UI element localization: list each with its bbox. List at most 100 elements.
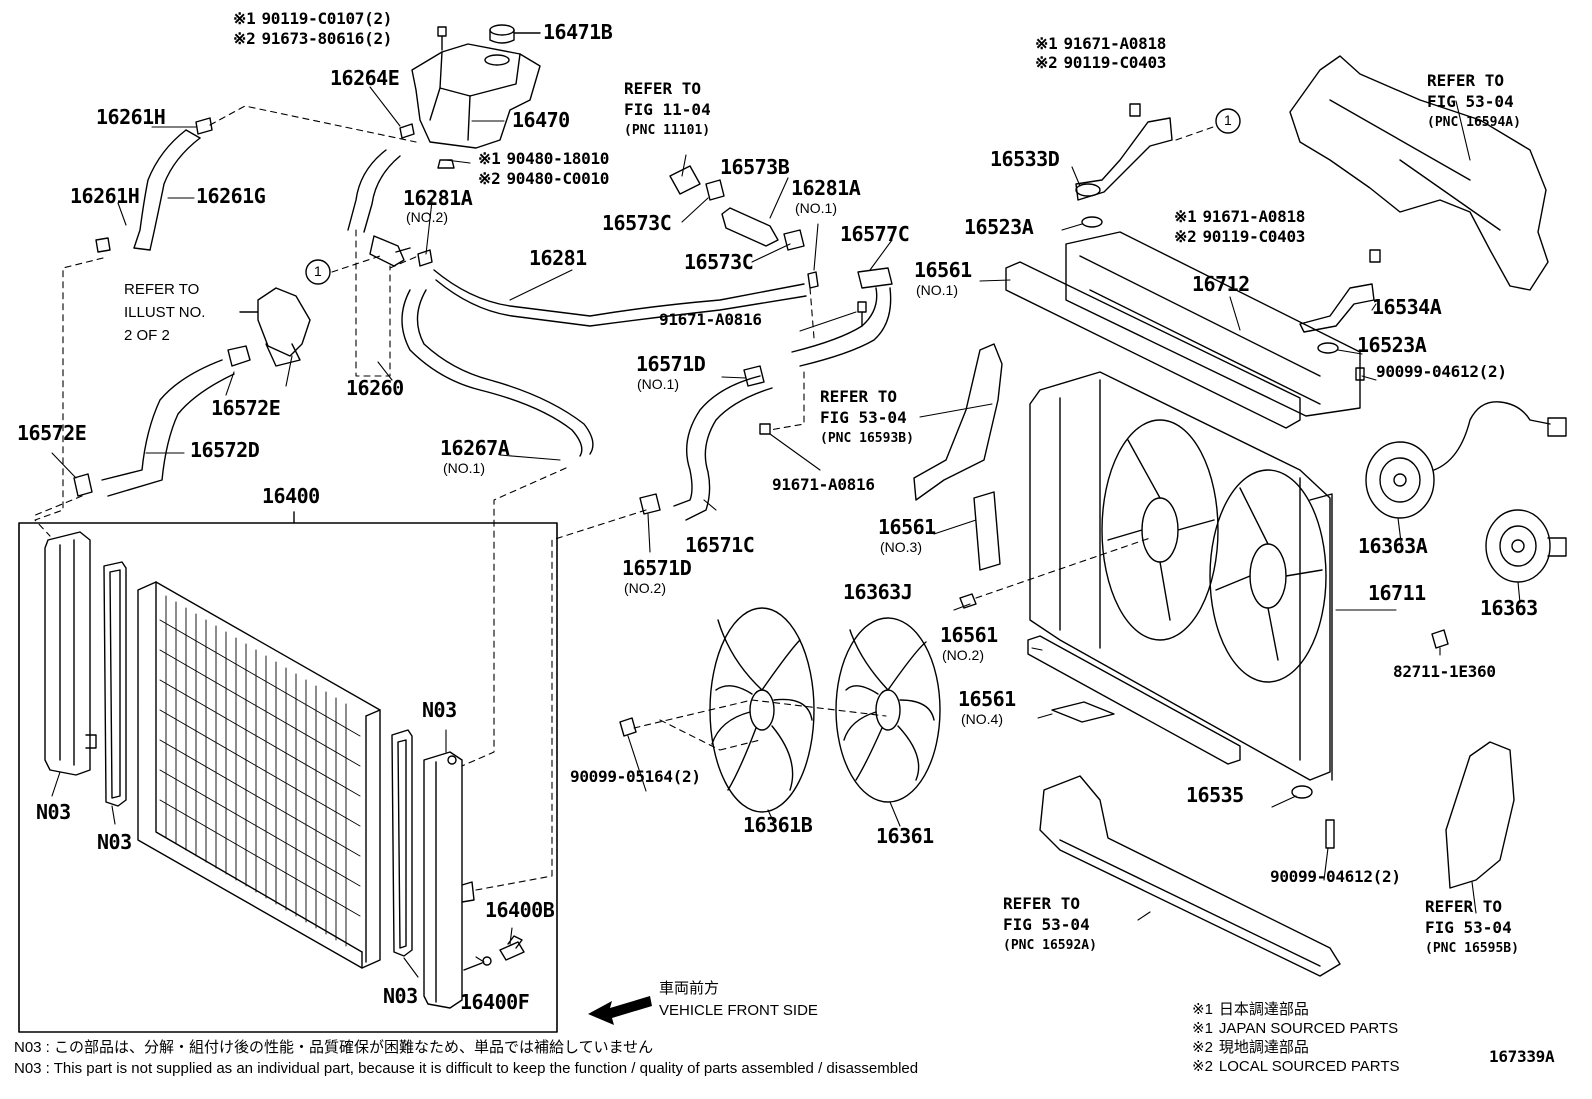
refer-line2: FIG 53-04 [1003,915,1090,934]
label-figure-number: 167339A [1489,1047,1555,1066]
part-number: 90119-C0403 [1063,53,1167,72]
circle-callout-1b-shape [1215,108,1241,134]
legend-text: JAPAN SOURCED PARTS [1218,1020,1399,1037]
hose-16260 [347,149,401,233]
part-number: 91671-A0818 [1202,207,1306,226]
part-number: 90119-C0403 [1202,227,1306,246]
label-16573B: 16573B [720,155,790,179]
label-90099-04612-b: 90099-04612(2) [1270,867,1401,886]
refer-line3: (PNC 11101) [624,123,711,138]
refer-line1: REFER TO [624,79,702,98]
clamp-16572E-a [227,345,251,367]
refer-illust-2-of-2[interactable]: REFER TO ILLUST NO. 2 OF 2 [124,278,205,347]
refer-line1: REFER TO [1425,897,1503,916]
clamp-16264E [399,123,415,139]
refer-line1: REFER TO [124,281,200,298]
label-16573C-a: 16573C [602,211,672,235]
marker: ※2 [1035,53,1058,72]
part-number: 90480-C0010 [506,169,610,188]
label-cap-screw-1: ※1 90119-C0107(2) [233,11,392,27]
bolt-91671-b [759,423,771,435]
seal-16561-1 [1005,261,1301,429]
marker: ※1 [1035,34,1058,53]
bracket-16533D [1075,117,1173,201]
label-16561-no2-sub: (NO.2) [942,647,984,663]
fan-16361B [709,607,815,813]
refer-fig-53-04-16595B[interactable]: REFER TO FIG 53-04 (PNC 16595B) [1425,896,1519,959]
refer-fig-53-04-16592A[interactable]: REFER TO FIG 53-04 (PNC 16592A) [1003,893,1097,956]
front-arrow-shape [588,996,652,1025]
label-16571C: 16571C [685,533,755,557]
marker: ※2 [478,169,501,188]
label-91671-A0816-a: 91671-A0816 [659,310,762,329]
legend-marker: ※1 [1192,1001,1213,1018]
legend-marker: ※1 [1192,1020,1213,1037]
hose-16573B [721,207,779,247]
fan-nut [619,717,637,737]
cover-16595B [1445,741,1515,889]
refer-line1: REFER TO [1003,894,1081,913]
radiator-right-tank [423,751,475,1009]
part-number: 90480-18010 [506,149,610,168]
bolt-bracket-top [1129,103,1141,117]
label-16267A: 16267A [440,436,510,460]
refer-line3: (PNC 16595B) [1425,941,1519,956]
bolt-90099-04612-b [1325,819,1335,849]
label-16361: 16361 [876,824,934,848]
clamp-16281A-1 [807,271,819,289]
clip-82711 [1431,629,1449,649]
refer-line3: (PNC 16592A) [1003,938,1097,953]
fan-motor-16363A [1365,401,1567,519]
label-16281A-no1: 16281A [791,176,861,200]
label-16400: 16400 [262,484,320,508]
refer-line3: 2 OF 2 [124,327,170,344]
refer-line2: FIG 11-04 [624,100,711,119]
marker: ※1 [478,149,501,168]
clamp-16281A-2 [417,249,433,267]
radiator-gasket-right [391,729,413,957]
refer-fig-11-04[interactable]: REFER TO FIG 11-04 (PNC 11101) [624,78,711,141]
label-16281A-no2-sub: (NO.2) [406,209,448,225]
radiator-core [137,581,381,969]
label-16267A-sub: (NO.1) [443,460,485,476]
label-16400B: 16400B [485,898,555,922]
marker: ※1 [233,9,256,28]
note-n03-jp: N03 : この部品は、分解・組付け後の性能・品質確保が困難なため、単品では補給… [14,1039,654,1056]
refer-fig-53-04-16594A[interactable]: REFER TO FIG 53-04 (PNC 16594A) [1427,70,1521,133]
label-16281: 16281 [529,246,587,270]
refer-line1: REFER TO [820,387,898,406]
reservoir-bolt [437,26,447,51]
circle-callout-1b: 1 [1224,112,1232,128]
part-number: 90119-C0107(2) [261,9,393,28]
label-16363: 16363 [1480,596,1538,620]
label-16711: 16711 [1368,581,1426,605]
clamp-16573C-b [783,229,805,251]
seal-16561-4 [1051,701,1115,723]
label-16561-no3-sub: (NO.3) [880,539,922,555]
label-16571D-no1-sub: (NO.1) [637,376,679,392]
reservoir-tank [411,43,541,149]
fan-shroud [1029,371,1333,781]
label-16534A: 16534A [1372,295,1442,319]
label-tank-nut-1: ※1 90480-18010 [478,151,609,167]
label-N03-b: N03 [97,830,132,854]
drain-o-ring [482,956,492,966]
seal-16561-3 [973,491,1001,571]
label-16523A-a: 16523A [964,215,1034,239]
label-N03-a: N03 [36,800,71,824]
label-16571D-no2-sub: (NO.2) [624,580,666,596]
cushion-16535 [1291,785,1313,799]
water-inlet [257,287,311,367]
label-16572E-b: 16572E [17,421,87,445]
radiator-assembly-frame [18,522,558,1033]
marker: ※2 [233,29,256,48]
refer-fig-53-04-16593B[interactable]: REFER TO FIG 53-04 (PNC 16593B) [820,386,914,449]
label-16561-no3: 16561 [878,515,936,539]
refer-line2: FIG 53-04 [1427,92,1514,111]
